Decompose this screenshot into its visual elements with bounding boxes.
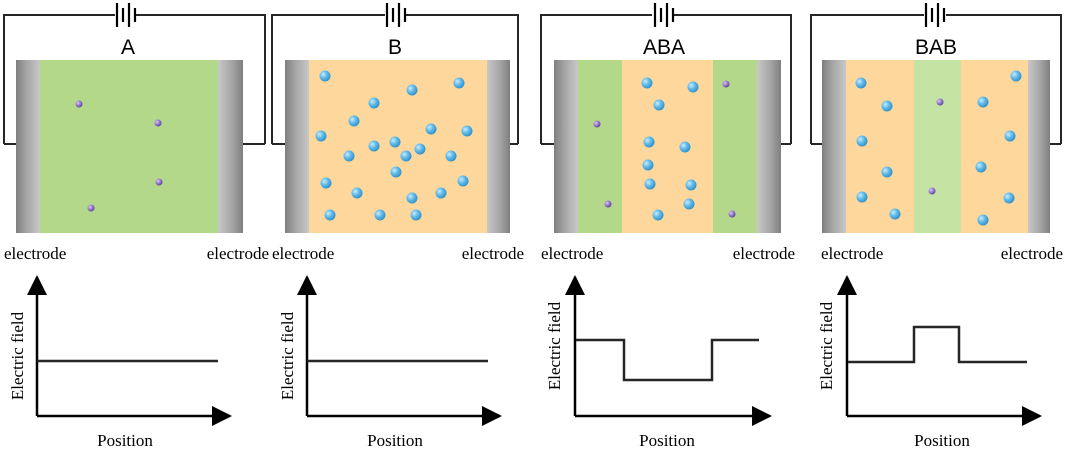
electrode-right-label: electrode bbox=[733, 244, 795, 263]
panel-title: A bbox=[121, 36, 135, 59]
field-plot: Electric field Position bbox=[278, 275, 502, 450]
field-profile-line bbox=[576, 338, 759, 382]
material-a-layer bbox=[578, 60, 622, 233]
left-electrode bbox=[554, 60, 578, 233]
x-axis-label: Position bbox=[914, 431, 970, 450]
particles bbox=[593, 77, 736, 221]
electrode-right-label: electrode bbox=[1001, 244, 1063, 263]
panel-a: A electrode electrode Electric field Pos… bbox=[3, 3, 269, 450]
battery-icon bbox=[653, 3, 675, 27]
panel-b: B electrod bbox=[271, 3, 524, 450]
electrode-left-label: electrode bbox=[4, 244, 66, 263]
left-electrode bbox=[16, 60, 40, 233]
circuit-wire bbox=[271, 14, 519, 145]
material-a-layer bbox=[914, 60, 961, 233]
field-plot: Electric field Position bbox=[817, 275, 1042, 450]
x-axis-label: Position bbox=[367, 431, 423, 450]
field-plot: Electric field Position bbox=[545, 275, 772, 450]
panel-title: BAB bbox=[915, 36, 957, 59]
electrode-left-label: electrode bbox=[821, 244, 883, 263]
battery-icon bbox=[115, 3, 137, 27]
circuit-wire bbox=[3, 14, 266, 145]
left-electrode bbox=[285, 60, 309, 233]
electrode-right-label: electrode bbox=[462, 244, 524, 263]
y-axis-label: Electric field bbox=[278, 311, 297, 400]
right-electrode bbox=[218, 60, 243, 233]
material-b-layer bbox=[622, 60, 713, 233]
particles bbox=[75, 100, 163, 212]
field-profile-line bbox=[848, 325, 1027, 364]
panel-title: B bbox=[388, 36, 402, 59]
x-axis-label: Position bbox=[639, 431, 695, 450]
y-axis-label: Electric field bbox=[8, 311, 27, 400]
battery-icon bbox=[924, 3, 946, 27]
right-electrode bbox=[757, 60, 781, 233]
material-a-layer bbox=[713, 60, 757, 233]
battery-icon bbox=[385, 3, 407, 27]
field-plot: Electric field Position bbox=[8, 275, 232, 450]
material-a-layer bbox=[40, 60, 218, 233]
particles bbox=[315, 70, 473, 221]
electrode-left-label: electrode bbox=[541, 244, 603, 263]
y-axis-label: Electric field bbox=[545, 301, 564, 390]
electrode-right-label: electrode bbox=[207, 244, 269, 263]
left-electrode bbox=[822, 60, 846, 233]
circuit-wire bbox=[540, 14, 792, 145]
x-axis-label: Position bbox=[97, 431, 153, 450]
panel-aba: ABA electrode electrode Ele bbox=[540, 3, 795, 450]
y-axis-label: Electric field bbox=[817, 301, 836, 390]
right-electrode bbox=[1028, 60, 1050, 233]
particles bbox=[855, 70, 1022, 226]
electrode-left-label: electrode bbox=[272, 244, 334, 263]
panel-bab: BAB electrode electrode Ele bbox=[810, 3, 1063, 450]
material-b-layer bbox=[846, 60, 914, 233]
right-electrode bbox=[487, 60, 510, 233]
material-b-layer bbox=[961, 60, 1028, 233]
panel-title: ABA bbox=[643, 36, 685, 59]
circuit-wire bbox=[810, 14, 1062, 145]
